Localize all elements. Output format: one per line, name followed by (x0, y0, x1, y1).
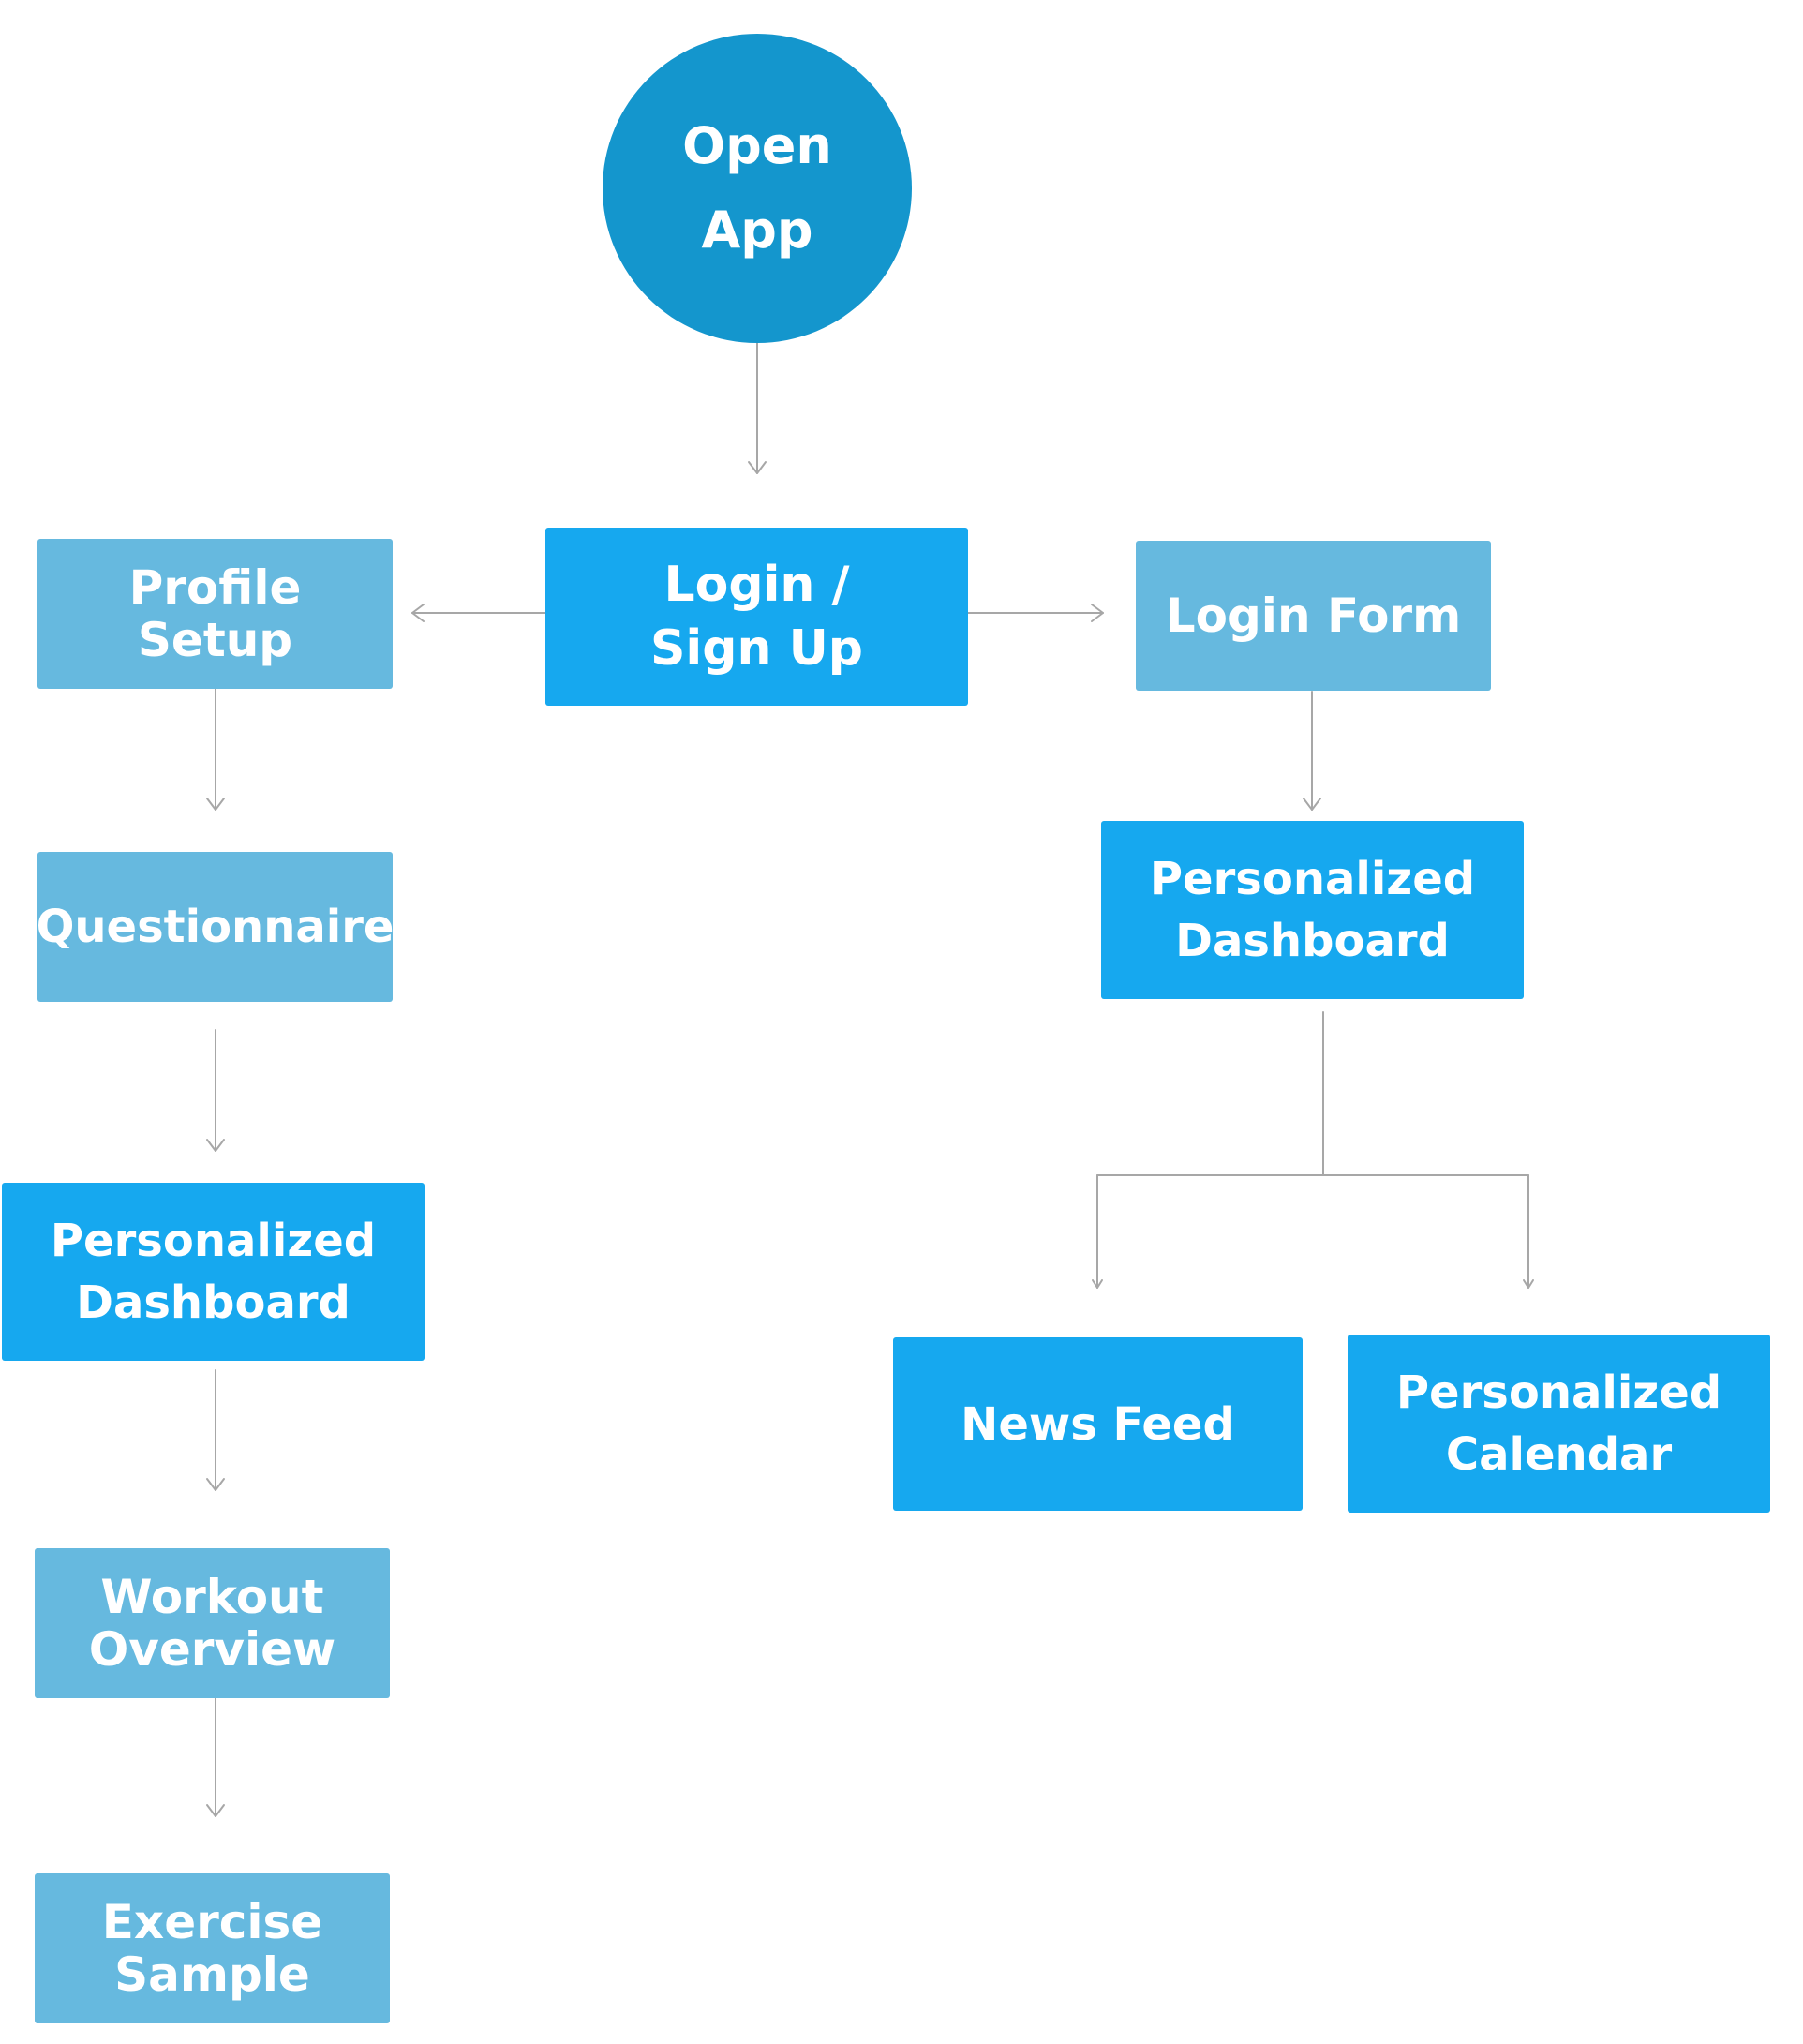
node-label-line: Profile (128, 560, 302, 615)
personalized-calendar-node: Personalized Calendar (1348, 1335, 1770, 1513)
node-label-line: Dashboard (76, 1276, 350, 1329)
connector-workout-to-exercise (206, 1697, 225, 1817)
node-label-line: Sample (114, 1947, 310, 2002)
connector-branch-to-newsfeed (1092, 1174, 1103, 1289)
node-label-line: Personalized (1149, 853, 1476, 905)
exercise-sample-node: Exercise Sample (35, 1873, 390, 2023)
news-feed-node: News Feed (893, 1337, 1303, 1511)
node-label-line: App (701, 201, 813, 260)
connector-questionnaire-to-dashboard (206, 1029, 225, 1152)
connector-profile-to-questionnaire (206, 688, 225, 811)
connector-login-to-profile (411, 604, 546, 622)
login-signup-node: Login / Sign Up (545, 528, 968, 706)
connector-login-to-loginform (967, 604, 1104, 622)
node-label-line: Dashboard (1175, 915, 1450, 967)
personalized-dashboard-right-node: Personalized Dashboard (1101, 821, 1524, 999)
node-label-line: Calendar (1445, 1428, 1673, 1481)
login-form-node: Login Form (1136, 541, 1491, 691)
connector-loginform-to-dashboard (1303, 691, 1321, 811)
node-label-line: Overview (88, 1622, 336, 1677)
connector-open-to-login (748, 340, 767, 474)
open-app-node: Open App (603, 34, 912, 343)
node-label-line: Setup (137, 613, 293, 667)
connector-dashboard-to-workout (206, 1369, 225, 1491)
node-label-line: Personalized (1395, 1366, 1722, 1419)
node-label-line: Sign Up (649, 620, 864, 677)
profile-setup-node: Profile Setup (37, 539, 393, 689)
node-label-line: Workout (100, 1570, 324, 1624)
personalized-dashboard-left-node: Personalized Dashboard (2, 1183, 425, 1361)
questionnaire-node: Questionnaire (36, 852, 395, 1002)
node-label-line: Questionnaire (36, 901, 395, 953)
connector-dashboard-branch (1096, 1011, 1529, 1176)
node-label-line: Personalized (50, 1215, 377, 1267)
node-label-line: News Feed (961, 1397, 1235, 1451)
node-label-line: Login Form (1165, 589, 1462, 643)
node-label-line: Login / (663, 557, 850, 613)
node-label-line: Open (682, 116, 832, 175)
connector-branch-to-calendar (1523, 1174, 1534, 1289)
workout-overview-node: Workout Overview (35, 1548, 390, 1698)
node-label-line: Exercise (101, 1895, 323, 1949)
